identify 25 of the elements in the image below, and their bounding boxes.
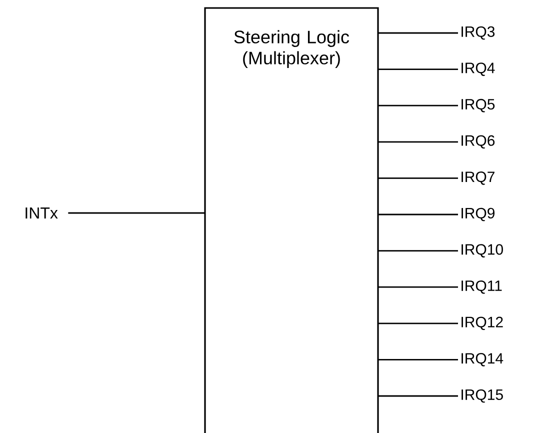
signal-line <box>378 68 458 70</box>
signal-label: IRQ9 <box>462 208 494 222</box>
signal-label: IRQ15 <box>462 389 503 403</box>
signal-label: IRQ3 <box>462 26 495 40</box>
signal-label: IRQ11 <box>462 280 502 294</box>
signal-line <box>378 286 458 288</box>
signal-line <box>378 395 458 397</box>
signal-line <box>68 212 205 214</box>
logic-block: Steering Logic (Multiplexer) <box>204 7 379 433</box>
signal-line <box>378 359 458 360</box>
signal-label: IRQ5 <box>462 98 495 112</box>
signal-line <box>378 32 458 34</box>
signal-label: IRQ6 <box>462 135 495 149</box>
signal-line <box>378 250 458 252</box>
signal-line <box>378 104 458 106</box>
signal-label: IRQ10 <box>462 244 503 258</box>
signal-label: INTx <box>26 208 58 218</box>
signal-label: IRQ4 <box>462 62 495 76</box>
signal-label: IRQ14 <box>462 353 504 366</box>
signal-line <box>378 141 458 143</box>
signal-label: IRQ12 <box>462 316 503 330</box>
signal-line <box>378 214 458 216</box>
signal-line <box>378 322 458 324</box>
signal-label: IRQ7 <box>462 172 494 185</box>
signal-line <box>378 178 458 179</box>
